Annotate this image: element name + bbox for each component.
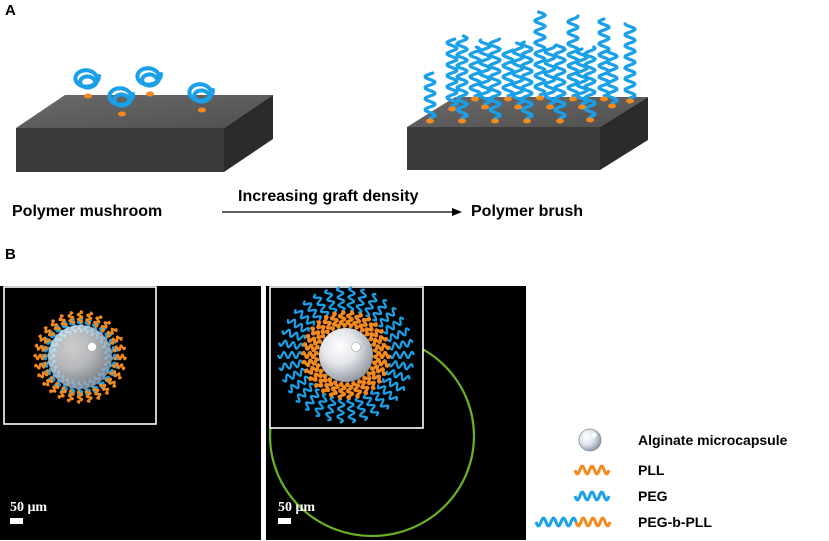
brush-chain — [582, 45, 598, 123]
brush-chain — [553, 43, 568, 124]
brush-chains — [423, 10, 637, 124]
coated-microcapsule-brush — [276, 286, 416, 424]
legend-label-alginate: Alginate microcapsule — [638, 432, 788, 448]
sphere-icon — [578, 428, 602, 452]
brush-chain — [566, 14, 580, 102]
scale-bar-left — [10, 518, 23, 524]
brush-caption: Polymer brush — [471, 203, 584, 220]
brush-chain — [501, 48, 515, 102]
scale-label-right: 50 μm — [278, 500, 316, 515]
blue-coil-icon — [573, 490, 611, 502]
brush-chain — [488, 37, 502, 124]
brush-chain — [510, 41, 526, 110]
brush-chain — [543, 44, 557, 110]
brush-chain — [532, 10, 548, 101]
blue-orange-coil-icon — [534, 516, 612, 528]
arrow-caption: Increasing graft density — [238, 188, 419, 205]
legend-label-pll: PLL — [638, 462, 665, 478]
mushroom-coil — [107, 86, 135, 117]
brush-chain — [445, 37, 459, 112]
mushroom-coil — [73, 68, 101, 99]
graft-density-arrow — [222, 208, 462, 216]
mushroom-coil — [187, 82, 215, 113]
orange-coil-icon — [573, 464, 611, 476]
brush-chain — [454, 34, 470, 124]
mushroom-caption: Polymer mushroom — [12, 203, 163, 220]
micrograph-right — [266, 286, 526, 540]
scale-label-left: 50 μm — [10, 500, 48, 515]
brush-chain — [423, 71, 437, 124]
micrograph-left — [0, 286, 261, 540]
scale-bar-right — [278, 518, 291, 524]
panel-a-label: A — [5, 2, 16, 19]
brush-chain — [478, 38, 492, 110]
brush-chain — [467, 45, 483, 102]
coated-microcapsule-mushroom — [32, 309, 128, 405]
brush-chain — [623, 22, 637, 104]
mushroom-coil — [135, 66, 163, 97]
mushroom-coils — [73, 66, 215, 117]
brush-chain — [597, 17, 611, 102]
mushroom-slab — [16, 95, 273, 172]
panel-b-label: B — [5, 246, 16, 263]
legend-label-peg-b-pll: PEG-b-PLL — [638, 514, 712, 530]
legend-label-peg: PEG — [638, 488, 668, 504]
